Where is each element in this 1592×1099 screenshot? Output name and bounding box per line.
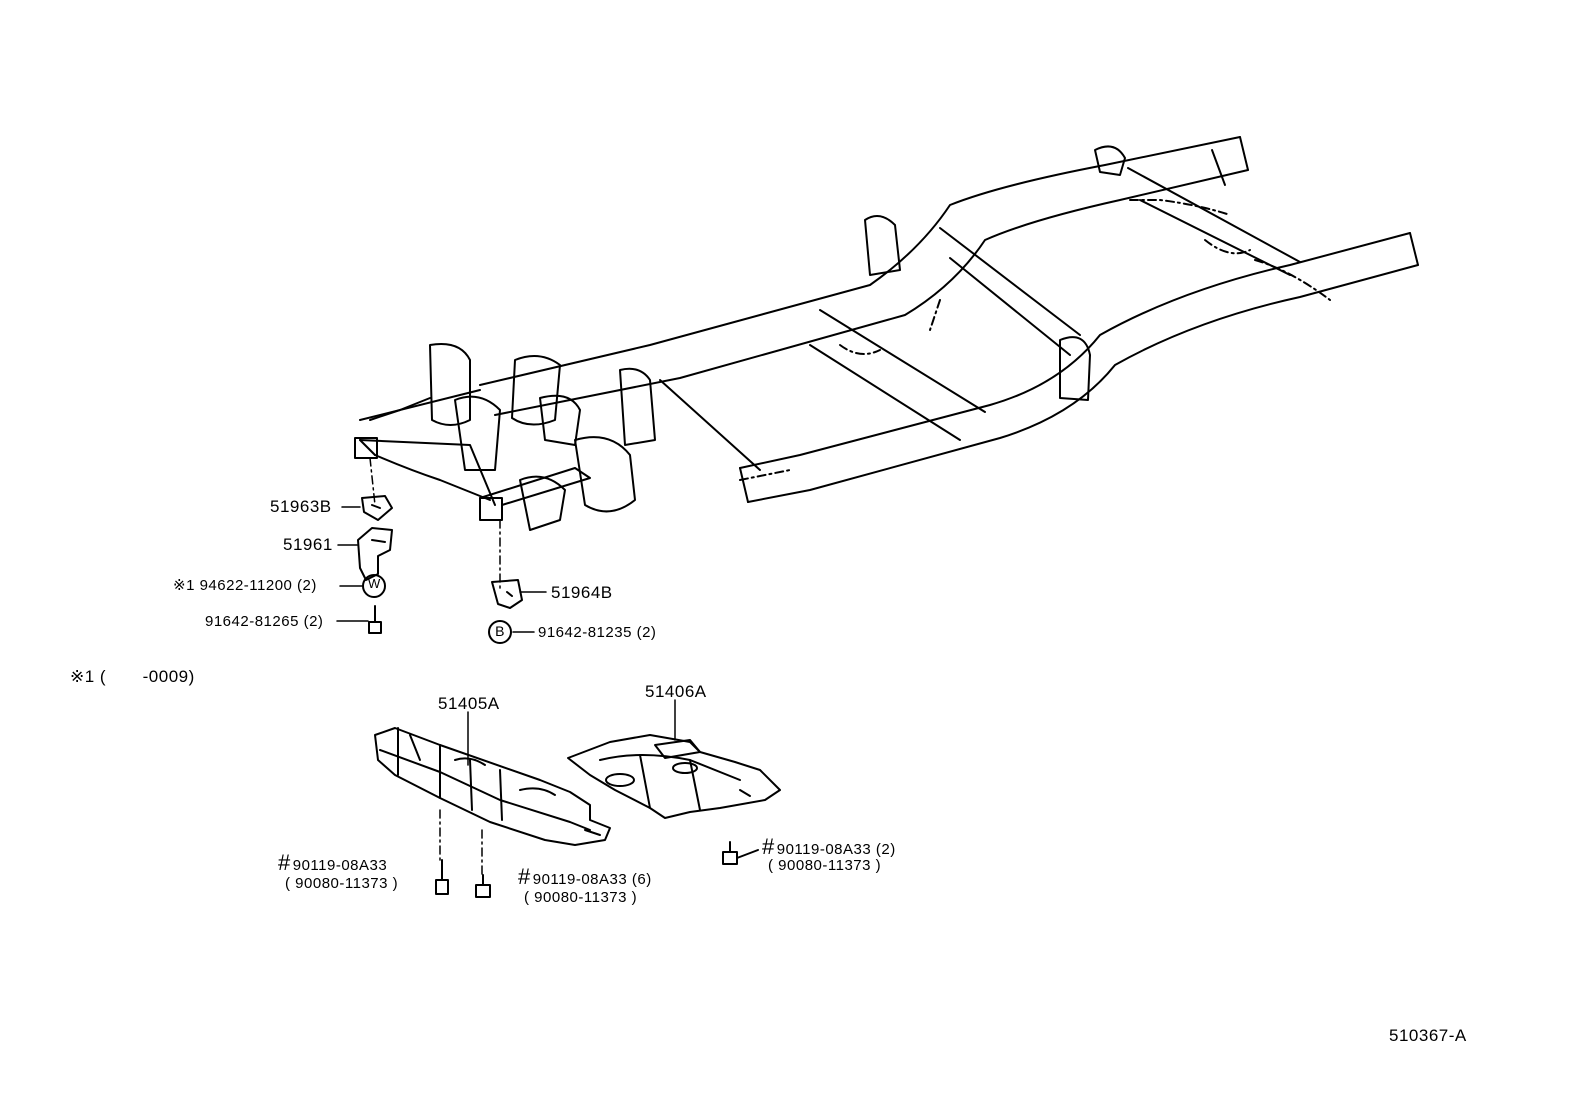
bolt-left-part: 90119-08A33 bbox=[292, 857, 388, 874]
label-91642-81235[interactable]: 91642-81235 (2) bbox=[538, 624, 657, 641]
footnote-1: ※1 ( -0009) bbox=[70, 667, 195, 686]
label-leaders bbox=[336, 506, 676, 766]
bolt-right-icon bbox=[722, 841, 759, 865]
label-bolt-left-b[interactable]: ( 90080-11373 ) bbox=[285, 875, 399, 892]
bolt-mid-icon bbox=[475, 874, 491, 898]
label-bolt-right-a[interactable]: #90119-08A33 (2) bbox=[762, 836, 896, 858]
hash-mark: # bbox=[518, 864, 531, 889]
bolt-left-icon bbox=[435, 859, 449, 895]
bolt-right-part: 90119-08A33 (2) bbox=[776, 841, 896, 858]
label-51406a[interactable]: 51406A bbox=[645, 682, 707, 701]
label-51963b[interactable]: 51963B bbox=[270, 497, 332, 516]
label-94622-11200[interactable]: ※1 94622-11200 (2) bbox=[173, 577, 317, 594]
label-bolt-mid-b[interactable]: ( 90080-11373 ) bbox=[524, 889, 638, 906]
bolt-letter: B bbox=[495, 623, 505, 639]
label-51964b[interactable]: 51964B bbox=[551, 583, 613, 602]
washer-letter: W bbox=[368, 576, 381, 591]
washer-w-icon bbox=[362, 574, 386, 598]
bolt-mid-part: 90119-08A33 (6) bbox=[532, 871, 652, 888]
bolt-b-icon bbox=[488, 620, 512, 644]
label-bolt-right-b[interactable]: ( 90080-11373 ) bbox=[768, 857, 882, 874]
vehicle-frame bbox=[354, 136, 1419, 531]
diagram-id: 510367-A bbox=[1389, 1026, 1467, 1045]
bracket-51963b-icon bbox=[361, 495, 393, 521]
label-51961[interactable]: 51961 bbox=[283, 535, 333, 554]
label-bolt-mid-a[interactable]: #90119-08A33 (6) bbox=[518, 866, 652, 888]
skid-plate-51405a-icon bbox=[374, 727, 611, 846]
bolt-91642-81265-icon bbox=[368, 605, 382, 634]
label-bolt-left-a[interactable]: #90119-08A33 bbox=[278, 852, 387, 874]
hash-mark: # bbox=[278, 850, 291, 875]
label-51405a[interactable]: 51405A bbox=[438, 694, 500, 713]
bracket-51961-icon bbox=[357, 527, 393, 581]
bracket-51964b-icon bbox=[491, 579, 523, 609]
hash-mark: # bbox=[762, 834, 775, 859]
skid-plate-51406a-icon bbox=[567, 734, 781, 819]
label-91642-81265[interactable]: 91642-81265 (2) bbox=[205, 613, 324, 630]
